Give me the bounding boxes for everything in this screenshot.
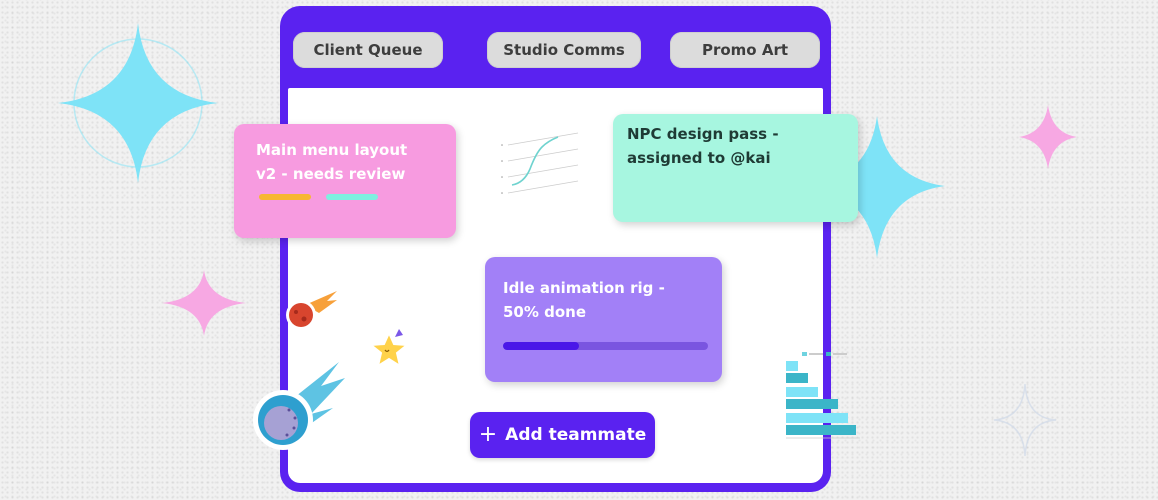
meteor-sticker-icon: [253, 356, 351, 450]
task-card-idle-animation[interactable]: Idle animation rig - 50% done: [485, 257, 722, 382]
plus-icon: +: [478, 422, 498, 447]
tag-mint: [326, 194, 378, 200]
progress-bar: [503, 342, 708, 350]
card-title: Main menu layout v2 - needs review: [256, 141, 408, 183]
bar-chart-thumbnail: [786, 352, 860, 439]
sparkle-star-icon: [993, 383, 1057, 457]
card-title: NPC design pass - assigned to @kai: [627, 125, 779, 167]
meteor-sticker-icon: [286, 287, 343, 330]
tag-yellow: [259, 194, 311, 200]
line-chart-thumbnail: [501, 132, 579, 194]
tab-client-queue[interactable]: Client Queue: [293, 32, 443, 68]
card-title: Idle animation rig - 50% done: [503, 279, 665, 321]
sparkle-star-icon: [58, 23, 218, 183]
tab-studio-comms[interactable]: Studio Comms: [487, 32, 641, 68]
progress-fill: [503, 342, 579, 350]
add-teammate-button[interactable]: + Add teammate: [470, 412, 655, 458]
sparkle-star-icon: [809, 116, 945, 258]
add-teammate-label: Add teammate: [505, 425, 647, 445]
task-card-main-menu[interactable]: Main menu layout v2 - needs review: [234, 124, 456, 238]
sparkle-star-icon: [1019, 105, 1077, 169]
star-sticker-icon: [368, 329, 410, 369]
task-card-npc-design[interactable]: NPC design pass - assigned to @kai: [613, 114, 858, 222]
sparkle-star-icon: [162, 270, 246, 336]
tab-promo-art[interactable]: Promo Art: [670, 32, 820, 68]
